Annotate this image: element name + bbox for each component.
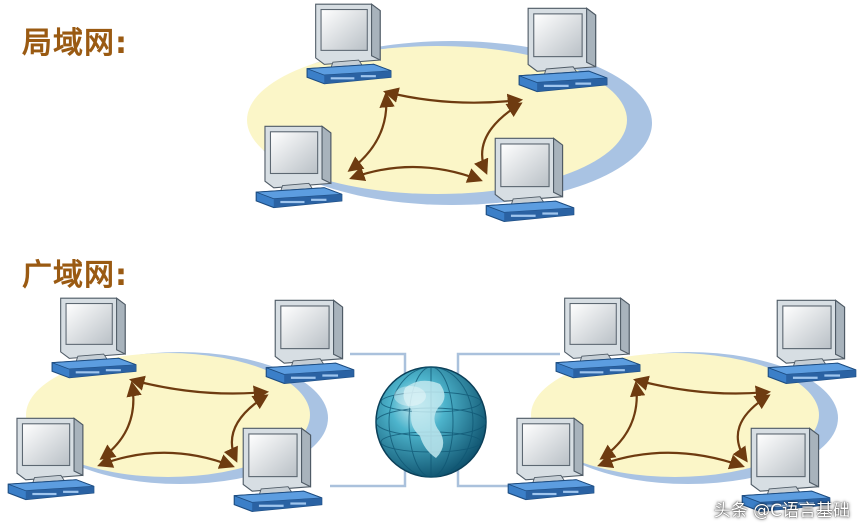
watermark: 头条 @C语言基础 bbox=[714, 496, 850, 521]
wan-group bbox=[8, 298, 856, 511]
computer-icon bbox=[519, 8, 607, 91]
computer-icon bbox=[52, 298, 136, 378]
lan-group bbox=[247, 4, 652, 221]
computer-icon bbox=[234, 428, 322, 511]
wan-left-network bbox=[8, 298, 354, 511]
computer-icon bbox=[486, 138, 574, 221]
computer-icon bbox=[266, 300, 354, 383]
computer-icon bbox=[256, 126, 342, 207]
computer-icon bbox=[768, 300, 856, 383]
computer-icon bbox=[508, 418, 594, 499]
computer-icon bbox=[8, 418, 94, 499]
wan-right-network bbox=[508, 298, 856, 511]
computer-icon bbox=[307, 4, 391, 84]
globe-icon bbox=[376, 367, 486, 477]
computer-icon bbox=[556, 298, 640, 378]
